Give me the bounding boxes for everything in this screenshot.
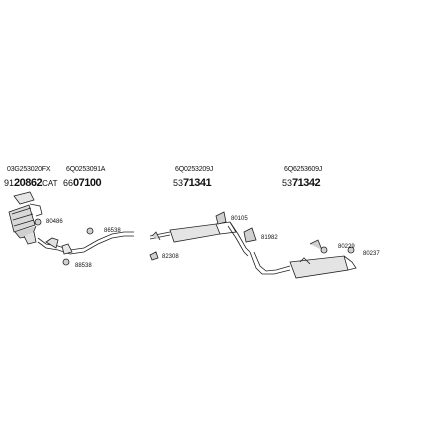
group-3-main: 71341 — [183, 177, 212, 189]
part-86538: 86538 — [104, 228, 121, 234]
part-80237: 80237 — [363, 251, 380, 257]
group-3-number: 5371341 — [173, 174, 212, 190]
catalytic-converter — [8, 191, 43, 245]
group-3-code: 6Q0253209J — [175, 166, 214, 173]
group-4-number: 5371342 — [282, 174, 321, 190]
group-3-prefix: 53 — [173, 178, 184, 188]
group-4-prefix: 53 — [282, 178, 293, 188]
group-1-code: 03G253020FX — [7, 166, 51, 173]
part-81982: 81982 — [261, 235, 278, 241]
hardware — [34, 211, 355, 266]
group-4-code: 6Q6253609J — [284, 166, 323, 173]
rear-silencer — [249, 251, 357, 279]
part-88538: 88538 — [75, 263, 92, 269]
group-2-number: 6607100 — [63, 174, 102, 190]
group-1-prefix: 91 — [4, 178, 15, 188]
group-1-main: 20862 — [14, 177, 43, 189]
group-2-main: 07100 — [73, 177, 102, 189]
group-2-code: 6Q0253091A — [66, 166, 106, 173]
group-2-prefix: 66 — [63, 178, 74, 188]
group-1-suffix: CAT — [42, 179, 58, 188]
part-80229: 80229 — [338, 244, 355, 250]
part-80486: 80486 — [46, 219, 63, 225]
group-4-main: 71342 — [292, 177, 321, 189]
middle-silencer — [149, 221, 251, 257]
group-1-number: 9120862CAT — [4, 174, 58, 190]
front-pipe — [37, 231, 134, 255]
part-80105: 80105 — [231, 216, 248, 222]
part-82308: 82308 — [162, 254, 179, 260]
